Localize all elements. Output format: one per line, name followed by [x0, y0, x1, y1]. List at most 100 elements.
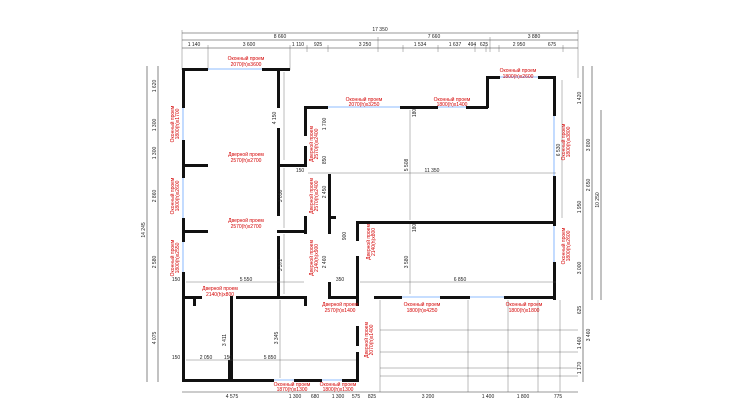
- dim-top-row3-3: 1 110: [292, 42, 304, 48]
- dim-top-row3-2: 3 600: [243, 42, 256, 48]
- label-window-right-bottom-b: 1800(h)x1800: [509, 308, 540, 314]
- dim-850: 850: [322, 156, 328, 165]
- label-door-v2a: Дверной проем: [308, 178, 315, 214]
- opening-labels: Оконный проем 2070(h)x3600 Оконный проем…: [169, 55, 572, 393]
- label-door-v3a: Дверной проем: [308, 240, 315, 276]
- dim-180-a: 180: [412, 109, 418, 118]
- label-window-left-1a: Оконный проем: [169, 105, 176, 142]
- dim-top-row3-11: 675: [548, 42, 557, 48]
- label-window-left-2a: Оконный проем: [169, 177, 176, 214]
- dim-left-6: 4 075: [152, 332, 158, 345]
- dim-top-row3-9: 625: [480, 42, 489, 48]
- dim-left-4: 2 860: [152, 190, 158, 203]
- label-window-right-1a: Оконный проем: [560, 123, 567, 160]
- dim-6850: 6 850: [454, 277, 467, 283]
- label-window-right-2a: Оконный проем: [560, 227, 567, 264]
- dim-right-8: 1 460: [577, 337, 583, 350]
- interior-dimension-texts: 4 150 3 050 3 372 3 345 3 411 5 550 5 85…: [172, 109, 562, 361]
- dim-bottom-1: 4 575: [226, 394, 239, 400]
- dim-left-overall: 14 245: [141, 222, 147, 238]
- dim-3372: 3 372: [278, 259, 284, 272]
- dim-11350: 11 350: [425, 168, 440, 174]
- dim-5508: 5 508: [404, 159, 410, 172]
- dim-5550: 5 550: [240, 277, 253, 283]
- label-door-mid-bottom-b: 2570(h)x1400: [325, 308, 356, 314]
- dim-6530: 6 530: [556, 144, 562, 157]
- dim-top-row3-6: 1 534: [414, 42, 427, 48]
- label-door-v1b: 2570(h)x2400: [314, 128, 320, 159]
- dim-right-5: 1 950: [577, 201, 583, 214]
- label-door-lower-v-b: 2070(h)x1400: [369, 324, 375, 355]
- dim-bottom-4: 1 300: [332, 394, 345, 400]
- label-window-mid-bottom-a: Оконный проем: [404, 301, 441, 308]
- dim-right-6: 3 000: [577, 262, 583, 275]
- dim-bottom-10: 775: [554, 394, 563, 400]
- dim-2050: 2 050: [200, 355, 213, 361]
- label-door-v4b: 2140(h)x800: [371, 228, 377, 256]
- dim-2460: 2 460: [322, 256, 328, 269]
- dim-right-2: 3 800: [586, 139, 592, 152]
- label-window-left-2b: 1800(h)x2600: [175, 180, 181, 211]
- label-door-v1a: Дверной проем: [308, 126, 315, 162]
- dim-left-5: 2 580: [152, 256, 158, 269]
- dim-150-b: 150: [224, 355, 233, 361]
- label-window-top-mid-1: Оконный проем: [346, 96, 383, 103]
- dim-left-3: 1 300: [152, 147, 158, 160]
- top-dimension-chain: 17 350 8 660 7 660 3 880 1 140 3 600 1 1…: [181, 27, 579, 78]
- dim-top-3: 3 880: [528, 34, 541, 40]
- label-window-right-1b: 1800(h)x3800: [566, 126, 572, 157]
- label-window-top-left-1: Оконный проем: [228, 55, 265, 62]
- label-door-lower-v-a: Дверной проем: [363, 322, 370, 358]
- label-door-v4a: Дверной проем: [365, 224, 372, 260]
- dim-bottom-3: 680: [311, 394, 320, 400]
- label-window-mid-bottom-b: 1800(h)x4250: [407, 308, 438, 314]
- dim-right-3: 10 250: [595, 192, 601, 208]
- dim-top-2: 7 660: [428, 34, 441, 40]
- dim-top-row3-8: 494: [468, 42, 477, 48]
- dim-top-row3-4: 925: [314, 42, 323, 48]
- interior-dimension-lines: [186, 72, 578, 392]
- label-window-top-mid-2: 2070(h)x3250: [349, 102, 380, 108]
- dim-top-row3-10: 2 950: [513, 42, 526, 48]
- label-door-center-1a: Дверной проем: [228, 151, 264, 158]
- dim-top-1: 8 660: [274, 34, 287, 40]
- dim-4150: 4 150: [272, 112, 278, 125]
- dim-150-c: 150: [172, 277, 181, 283]
- bottom-dimension-chain: 4 575 1 300 680 1 300 575 825 3 200 1 40…: [182, 391, 578, 400]
- dim-top-row3-5: 3 250: [359, 42, 372, 48]
- label-window-top-mid2-1: Оконный проем: [434, 96, 471, 103]
- label-window-bottom-b: 1870(h)x1300: [277, 387, 308, 393]
- label-door-center-2a: Дверной проем: [228, 217, 264, 224]
- label-door-center-2b: 2570(h)x2700: [231, 224, 262, 230]
- label-window-top-right-2: 1800(h)x2600: [503, 74, 534, 80]
- label-window-left-1b: 1800(h)x1700: [175, 108, 181, 139]
- label-window-bottom2-a: Оконный проем: [320, 381, 357, 388]
- dim-right-7: 625: [577, 306, 583, 315]
- walls: [182, 68, 556, 382]
- dim-150-a: 150: [172, 355, 181, 361]
- dim-bottom-5: 575: [352, 394, 361, 400]
- dim-350: 350: [336, 277, 345, 283]
- dim-right-10: 1 170: [577, 362, 583, 375]
- dim-2450: 2 450: [322, 186, 328, 199]
- dim-900: 900: [342, 232, 348, 241]
- dim-3050: 3 050: [278, 190, 284, 203]
- dim-right-1: 1 420: [577, 92, 583, 105]
- left-dimension-chain: 14 245 1 620 1 300 1 300 2 860 2 580 4 0…: [141, 66, 159, 382]
- label-door-v3b: 2140(h)x900: [314, 244, 320, 272]
- label-door-v2b: 2570(h)x2400: [314, 180, 320, 211]
- label-door-center-1b: 2570(h)x2700: [231, 158, 262, 164]
- label-window-right-bottom-a: Оконный проем: [506, 301, 543, 308]
- dim-3580: 3 580: [404, 256, 410, 269]
- dim-bottom-2: 1 300: [289, 394, 302, 400]
- dim-top-row3-1: 1 140: [188, 42, 201, 48]
- dim-bottom-7: 3 200: [422, 394, 435, 400]
- label-window-bottom2-b: 1800(h)x1300: [323, 387, 354, 393]
- dim-right-4: 2 650: [586, 179, 592, 192]
- dim-left-1: 1 620: [152, 80, 158, 93]
- dim-180-b: 180: [412, 224, 418, 233]
- label-door-left-bottom-b: 2140(h)x800: [206, 292, 234, 298]
- label-window-right-2b: 1800(h)x2600: [566, 230, 572, 261]
